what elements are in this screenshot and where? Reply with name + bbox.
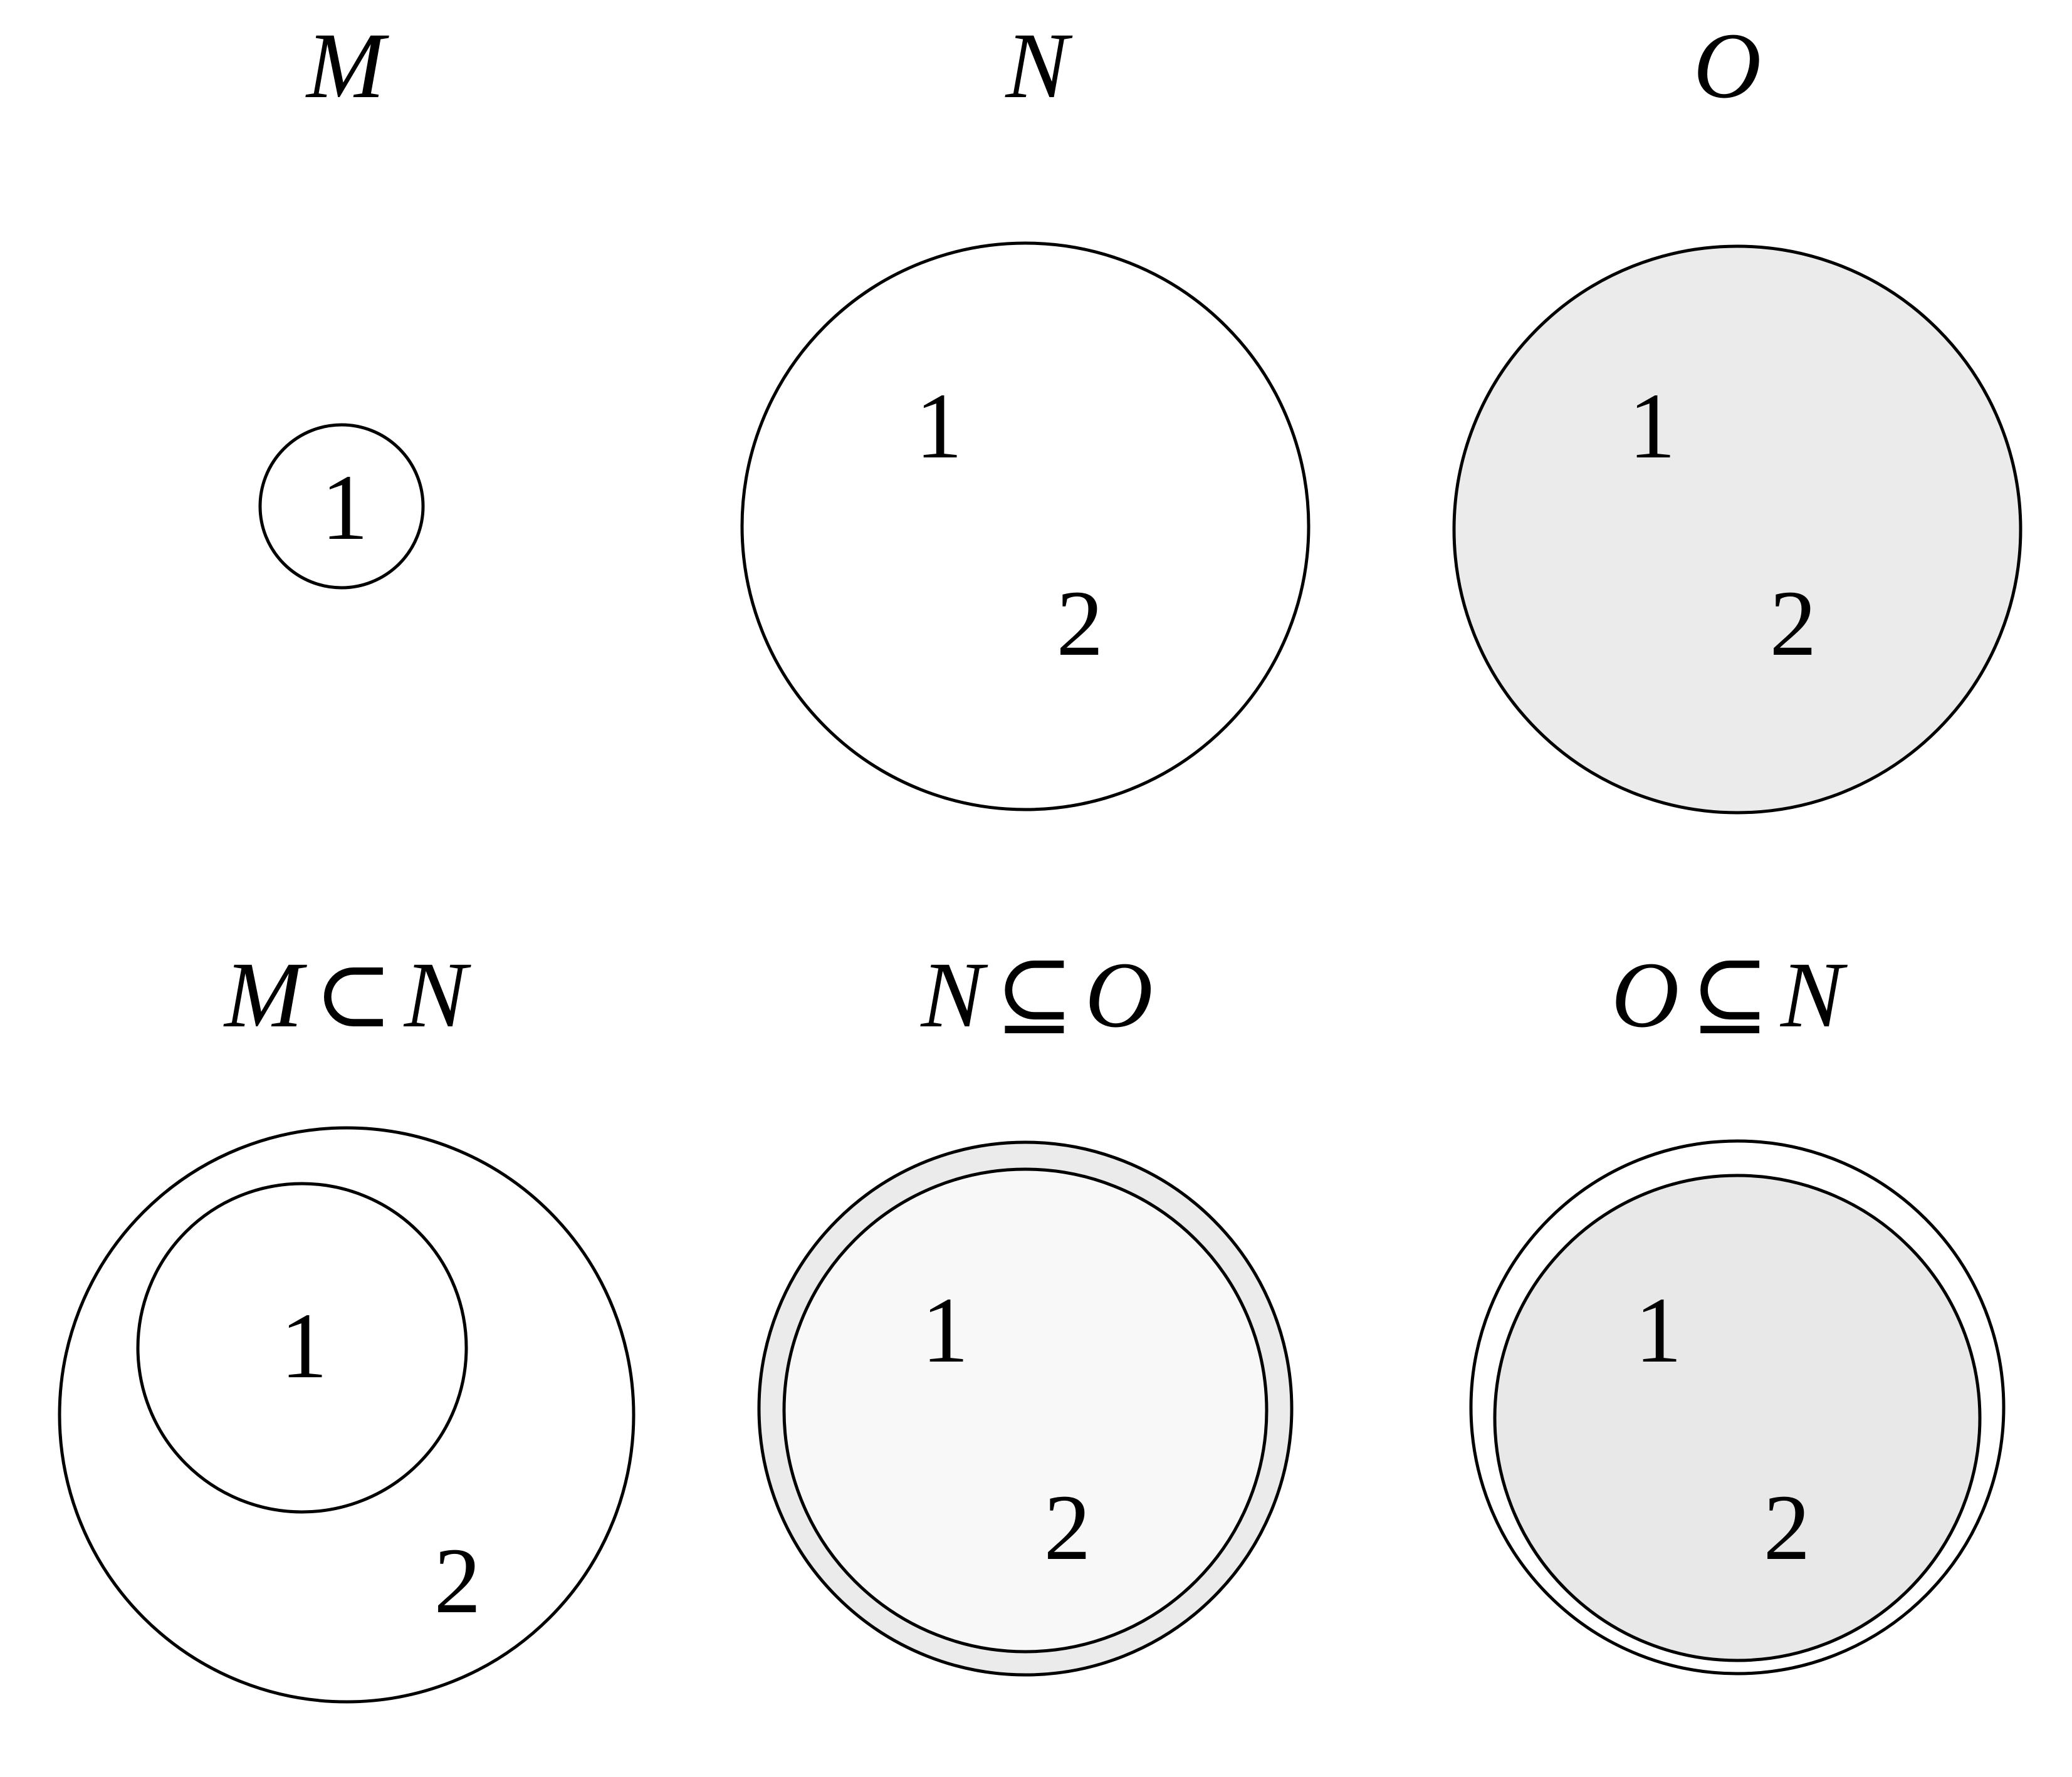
element-1: 1 [921, 1278, 969, 1382]
inner-circle-n [782, 1167, 1269, 1654]
relation-operand-right: O [1085, 943, 1153, 1047]
relation-label-o-subseteq-n: O⊆N [1383, 948, 2072, 1042]
panel-set-m: M 1 [0, 0, 691, 888]
element-2: 2 [1056, 571, 1104, 675]
element-1: 1 [280, 1294, 328, 1398]
set-label-o: O [1693, 14, 1762, 118]
inner-circle-m [136, 1182, 468, 1514]
subset-symbol: ⊂ [314, 943, 393, 1047]
element-1: 1 [321, 456, 369, 560]
element-1: 1 [1628, 374, 1676, 478]
set-label-n: N [1005, 14, 1069, 118]
element-1: 1 [915, 374, 963, 478]
subseteq-symbol: ⊆ [1690, 943, 1769, 1047]
panel-set-n: N 1 2 [691, 0, 1383, 888]
venn-nested-m-in-n [58, 1126, 636, 1704]
subseteq-symbol: ⊆ [995, 943, 1074, 1047]
relation-operand-left: M [224, 943, 303, 1047]
panel-relation-o-subseteq-n: O⊆N 1 2 [1383, 888, 2072, 1777]
relation-label-m-subset-n: M⊂N [0, 948, 691, 1042]
element-1: 1 [1635, 1278, 1682, 1382]
relation-operand-left: O [1611, 943, 1680, 1047]
panel-relation-n-subseteq-o: N⊆O 1 2 [691, 888, 1383, 1777]
inner-circle-o [1493, 1174, 1982, 1662]
element-2: 2 [1763, 1476, 1811, 1580]
relation-operand-right: N [1780, 943, 1844, 1047]
element-2: 2 [434, 1529, 481, 1633]
venn-circle-o [1452, 244, 2022, 815]
panel-set-o: O 1 2 [1383, 0, 2072, 888]
venn-circle-n [740, 241, 1311, 811]
set-label-m: M [306, 14, 385, 118]
panel-relation-m-subset-n: M⊂N 1 2 [0, 888, 691, 1777]
element-2: 2 [1769, 571, 1817, 675]
venn-circle-m [258, 423, 425, 590]
relation-label-n-subseteq-o: N⊆O [691, 948, 1383, 1042]
relation-operand-left: N [921, 943, 984, 1047]
venn-nested-o-in-n [1469, 1139, 2006, 1675]
relation-operand-right: N [404, 943, 467, 1047]
venn-nested-n-in-o [757, 1140, 1294, 1677]
element-2: 2 [1044, 1476, 1091, 1580]
